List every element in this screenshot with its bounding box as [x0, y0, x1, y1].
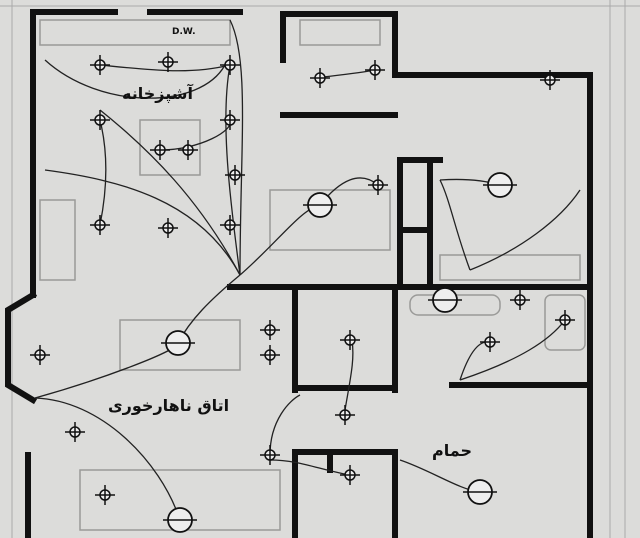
ceiling-light-icon [158, 52, 178, 72]
wire-run [269, 394, 301, 456]
pendant-light-icon [483, 172, 517, 198]
wire-run [225, 64, 241, 276]
ceiling-light-icon [260, 320, 280, 340]
ceiling-light-icon [220, 110, 240, 130]
pendant-light-icon [163, 507, 197, 533]
ceiling-light-icon [158, 218, 178, 238]
wire-run [229, 19, 244, 276]
pendant-light-icon [428, 287, 462, 313]
wire-run [469, 189, 581, 271]
ceiling-light-icon [90, 110, 110, 130]
wire-run [44, 59, 226, 99]
wire-run [159, 119, 231, 151]
ceiling-light-icon [540, 70, 560, 90]
ceiling-light-icon [90, 55, 110, 75]
pendant-light-icon [161, 330, 195, 356]
ceiling-light-icon [310, 68, 330, 88]
ceiling-light-icon [150, 140, 170, 160]
ceiling-light-icon [225, 165, 245, 185]
ceiling-light-icon [555, 310, 575, 330]
wire-run [239, 204, 321, 276]
walls [5, 9, 593, 538]
wire-run [399, 459, 481, 493]
ceiling-light-icon [220, 55, 240, 75]
wire-run [439, 179, 471, 271]
ceiling-light-icon [335, 405, 355, 425]
room-label-dining-room: اتاق ناهارخوری [108, 396, 230, 415]
wire-run [44, 169, 241, 276]
ceiling-light-icon [260, 345, 280, 365]
wire-run [459, 319, 566, 381]
ceiling-light-icon [480, 332, 500, 352]
room-label-kitchen: آشپزخانه [122, 84, 193, 103]
ceiling-light-icon [90, 215, 110, 235]
pendant-light-icon [463, 479, 497, 505]
dishwasher-mark: D.W. [172, 27, 196, 37]
ceiling-light-icon [178, 140, 198, 160]
ceiling-light-icon [220, 215, 240, 235]
wire-run [344, 339, 354, 411]
ceiling-light-icon [340, 330, 360, 350]
ceiling-light-icon [30, 345, 50, 365]
wire-run [99, 119, 107, 226]
wire-run [269, 459, 351, 476]
ceiling-light-icon [365, 60, 385, 80]
ceiling-light-icon [65, 422, 85, 442]
ceiling-light-icon [95, 485, 115, 505]
ceiling-light-icon [340, 465, 360, 485]
ceiling-light-icon [260, 445, 280, 465]
room-label-bathroom: حمام [432, 441, 472, 460]
pendant-light-icon [303, 192, 337, 218]
ceiling-light-icon [510, 290, 530, 310]
ceiling-light-icon [368, 175, 388, 195]
wire-run [34, 397, 181, 521]
wire-run [99, 109, 241, 276]
